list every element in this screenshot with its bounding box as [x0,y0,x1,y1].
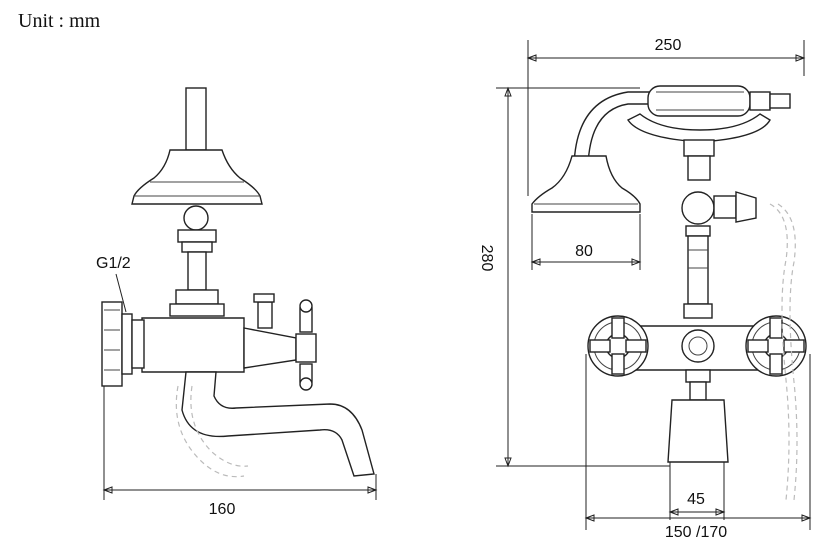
dimension-80-label: 80 [575,243,593,260]
height-280-dimension [496,86,670,468]
cradle [626,113,771,143]
dimension-250-label: 250 [655,37,682,54]
shower-80-dimension [530,214,642,270]
handset [647,85,751,117]
width-160-dimension [102,386,378,500]
dimension-280-label: 280 [478,245,495,272]
shower-head-front [531,155,641,213]
ball-joint [183,205,209,231]
thread-leader-line [115,273,127,313]
centers-150-170-dimension [584,354,812,530]
shower-stem [185,87,207,151]
dimension-45-label: 45 [687,491,705,508]
width-250-dimension [526,40,806,196]
spout-front [667,399,729,463]
shower-head-side [131,149,263,205]
valve-body [141,317,245,373]
unit-label: Unit : mm [18,10,101,32]
front-view-drawing [531,85,807,501]
side-view-drawing [101,87,375,478]
center-ball [681,191,715,225]
thread-size-label: G1/2 [96,255,131,272]
wall-flange [101,301,123,387]
dimension-160-label: 160 [209,501,236,518]
dimension-150-170-label: 150 /170 [665,524,727,541]
spout [181,371,375,477]
spout-45-dimension [668,462,726,520]
